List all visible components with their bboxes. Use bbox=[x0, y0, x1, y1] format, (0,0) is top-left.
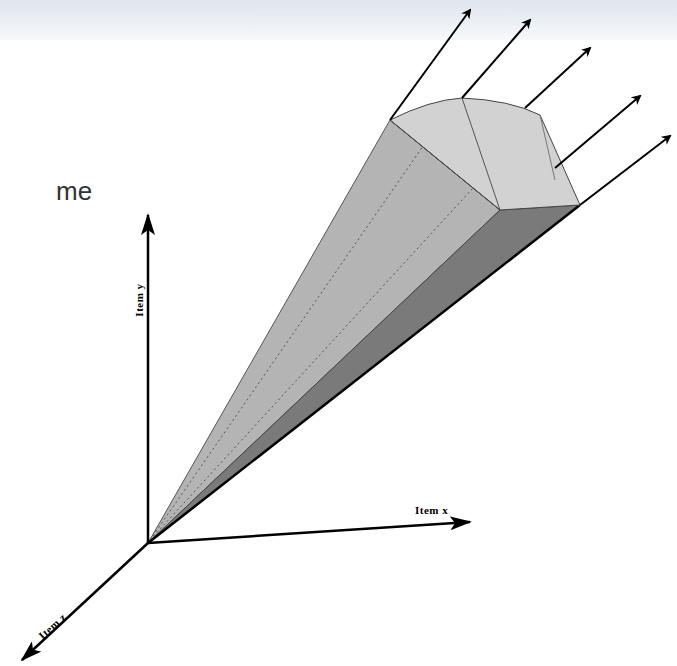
cap-edge bbox=[462, 98, 500, 210]
depth-axis bbox=[22, 543, 148, 660]
cone-edge bbox=[148, 205, 580, 543]
horizontal-axis bbox=[148, 522, 470, 543]
slide-text: me bbox=[56, 176, 92, 207]
cone-cap bbox=[390, 98, 580, 210]
header-band bbox=[0, 0, 677, 40]
normal-arrows bbox=[390, 10, 670, 205]
axis-label: Item x bbox=[415, 504, 448, 516]
cap-edge bbox=[540, 115, 555, 180]
cap-edge bbox=[390, 120, 500, 210]
axis-label: Item y bbox=[133, 283, 145, 316]
cone-face-light bbox=[148, 120, 500, 543]
axis-label: Item z bbox=[36, 611, 68, 642]
vertical-axis bbox=[147, 215, 150, 543]
hidden-edge bbox=[150, 100, 455, 540]
cone-face-dark bbox=[148, 205, 580, 543]
